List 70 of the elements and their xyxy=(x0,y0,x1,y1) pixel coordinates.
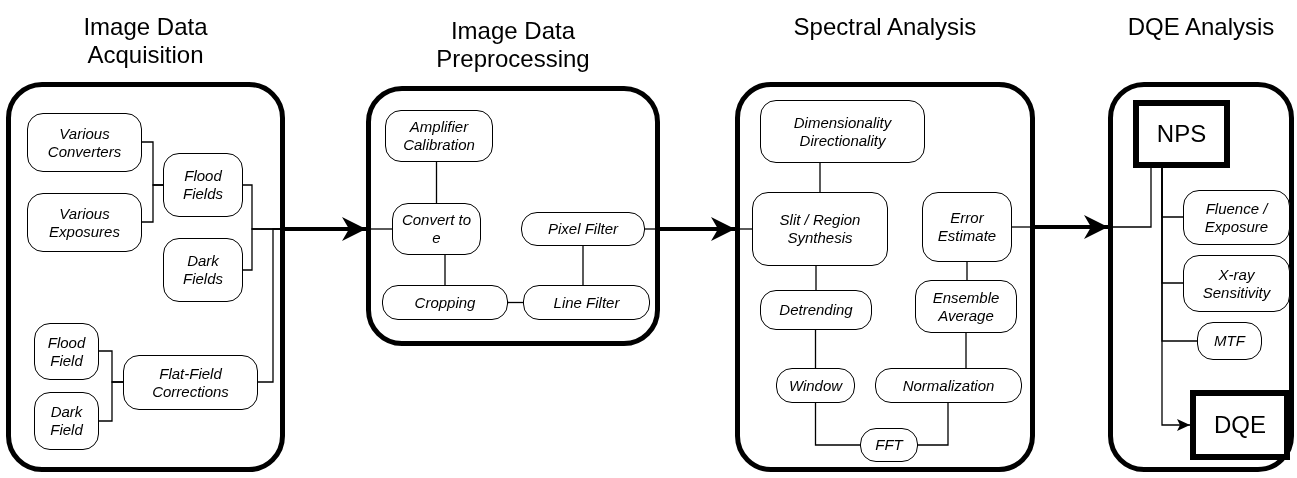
connector-line xyxy=(966,261,968,281)
step-label: Amplifier Calibration xyxy=(402,118,476,154)
process-box xyxy=(34,323,99,380)
step-label: Flat-Field Corrections xyxy=(151,364,230,401)
step-label: Slit / Region Synthesis xyxy=(778,211,862,247)
arrow xyxy=(1035,215,1108,239)
connector-line xyxy=(819,162,821,193)
step-label: Cropping xyxy=(414,293,476,312)
step-label: Flood Fields xyxy=(182,167,224,203)
process-box xyxy=(922,192,1012,262)
step-label: NPS xyxy=(1156,119,1207,149)
connector-line xyxy=(965,332,967,369)
step-label: FFT xyxy=(875,436,903,454)
step-label: Pixel Filter xyxy=(548,220,618,238)
arrow xyxy=(285,217,366,241)
process-box xyxy=(163,153,243,217)
process-box xyxy=(875,368,1022,403)
result-box xyxy=(1190,390,1290,460)
step-label: Dark Fields xyxy=(182,252,224,288)
process-box xyxy=(860,428,918,462)
connector-line xyxy=(435,161,438,204)
process-box xyxy=(385,110,493,162)
process-box xyxy=(27,113,142,172)
process-box xyxy=(521,212,645,246)
step-label: Dark Field xyxy=(49,403,84,439)
process-box xyxy=(760,290,872,330)
step-label: Various Converters xyxy=(46,124,123,161)
connector-line xyxy=(444,254,446,286)
connector-line xyxy=(917,402,949,446)
step-label: Window xyxy=(788,376,843,395)
connector-line xyxy=(814,329,817,369)
step-label: Detrending xyxy=(779,301,853,319)
process-box xyxy=(382,285,508,320)
step-label: Ensemble Average xyxy=(931,288,1001,325)
process-box xyxy=(392,203,481,255)
process-box xyxy=(1197,322,1262,360)
process-box xyxy=(776,368,855,403)
stage-heading: Image Data Acquisition xyxy=(82,13,209,69)
process-box xyxy=(915,280,1017,333)
step-label: Dimensionality Directionality xyxy=(792,113,893,150)
step-label: Line Filter xyxy=(553,293,620,312)
process-box xyxy=(1183,190,1290,245)
step-label: Error Estimate xyxy=(936,209,998,245)
arrow xyxy=(660,217,735,241)
process-box xyxy=(523,285,650,320)
stage-heading: Image Data Preprocessing xyxy=(435,17,591,73)
result-box xyxy=(1133,100,1230,168)
process-box xyxy=(34,392,99,450)
process-box xyxy=(1183,255,1290,312)
process-box xyxy=(123,355,258,410)
step-label: Convert to e xyxy=(400,211,473,247)
stage-heading: DQE Analysis xyxy=(1126,13,1276,41)
process-box xyxy=(752,192,888,266)
step-label: Fluence / Exposure xyxy=(1203,199,1270,236)
connector-line xyxy=(814,402,861,446)
process-box xyxy=(163,238,243,302)
stage-heading: Spectral Analysis xyxy=(792,13,978,41)
step-label: Flood Field xyxy=(46,333,87,370)
connector-line xyxy=(98,381,124,422)
process-box xyxy=(760,100,925,163)
connector-line xyxy=(582,245,584,286)
connector-line xyxy=(141,184,164,223)
process-box xyxy=(27,193,142,252)
step-label: DQE xyxy=(1214,410,1266,440)
step-label: Normalization xyxy=(902,376,995,395)
connector-line xyxy=(815,265,817,291)
arrow xyxy=(1161,167,1191,431)
step-label: Various Exposures xyxy=(48,204,121,241)
step-label: X-ray Sensitivity xyxy=(1201,265,1272,302)
step-label: MTF xyxy=(1214,332,1245,350)
